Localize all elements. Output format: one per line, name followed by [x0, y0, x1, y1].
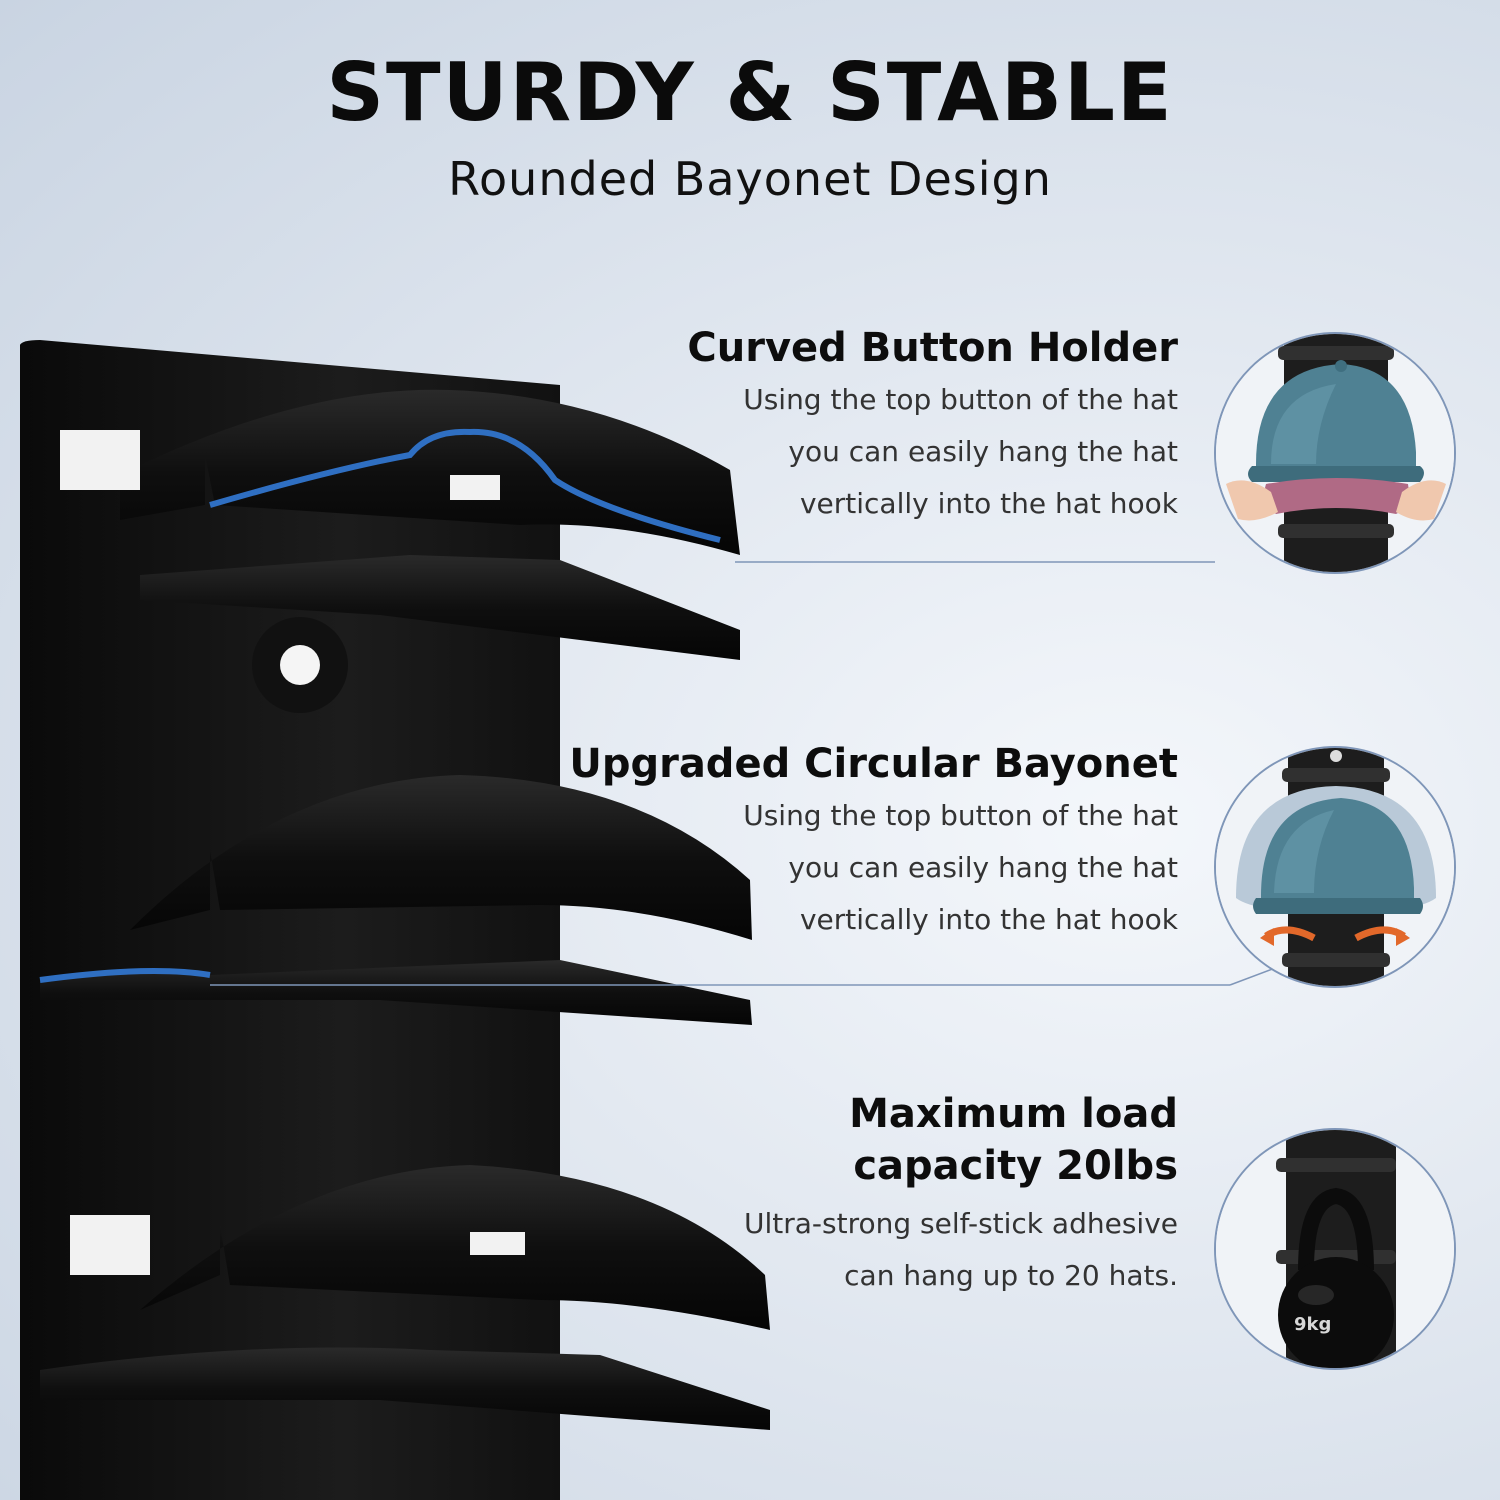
- hook-bottom: [40, 1165, 770, 1430]
- feature-heading-line: Maximum load: [849, 1091, 1178, 1137]
- hook-top: [60, 389, 740, 660]
- feature-heading: Upgraded Circular Bayonet: [569, 738, 1178, 790]
- hook-middle: [39, 775, 752, 1025]
- feature-maximum-load: Maximum load capacity 20lbs Ultra-strong…: [744, 1088, 1178, 1302]
- feature-body-line: Using the top button of the hat: [743, 383, 1178, 416]
- feature-body-line: can hang up to 20 hats.: [844, 1259, 1178, 1292]
- weight-label: 9kg: [1294, 1314, 1331, 1335]
- cap-on-hook-photo: [1214, 332, 1456, 574]
- feature-curved-button-holder: Curved Button Holder Using the top butto…: [687, 322, 1178, 530]
- feature-body-line: vertically into the hat hook: [799, 487, 1178, 520]
- feature-body-line: vertically into the hat hook: [799, 903, 1178, 936]
- mount-hole: [252, 617, 348, 713]
- feature-body: Ultra-strong self-stick adhesive can han…: [744, 1198, 1178, 1302]
- feature-body: Using the top button of the hat you can …: [687, 374, 1178, 530]
- feature-heading-line: Upgraded Circular Bayonet: [569, 741, 1178, 787]
- feature-body: Using the top button of the hat you can …: [569, 790, 1178, 946]
- feature-body-line: you can easily hang the hat: [788, 851, 1178, 884]
- feature-body-line: Using the top button of the hat: [743, 799, 1178, 832]
- page-subtitle: Rounded Bayonet Design: [448, 152, 1052, 206]
- two-caps-on-hook-photo: [1214, 746, 1456, 988]
- feature-heading-line: Curved Button Holder: [687, 325, 1178, 371]
- feature-body-line: you can easily hang the hat: [788, 435, 1178, 468]
- feature-upgraded-circular-bayonet: Upgraded Circular Bayonet Using the top …: [569, 738, 1178, 946]
- feature-heading-line: capacity 20lbs: [853, 1143, 1178, 1189]
- feature-heading: Maximum load capacity 20lbs: [744, 1088, 1178, 1192]
- page-title: STURDY & STABLE: [326, 46, 1174, 139]
- feature-heading: Curved Button Holder: [687, 322, 1178, 374]
- feature-body-line: Ultra-strong self-stick adhesive: [744, 1207, 1178, 1240]
- kettlebell-photo: 9kg: [1214, 1128, 1456, 1370]
